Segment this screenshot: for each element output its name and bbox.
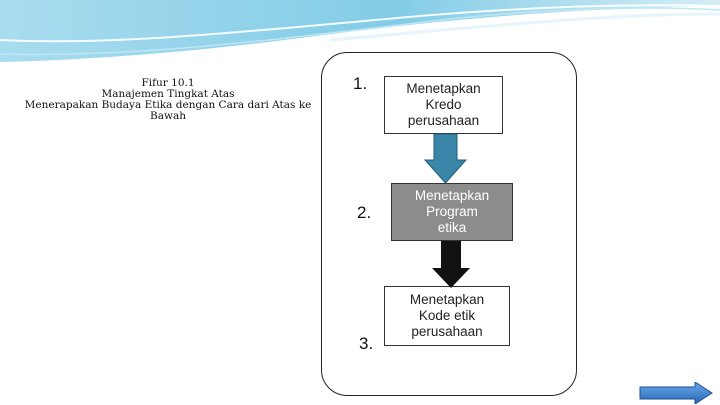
step-box-2-label: Menetapkan Program etika bbox=[414, 188, 490, 235]
caption-figure-number: Fifur 10.1 bbox=[141, 77, 195, 89]
step-number-3: 3. bbox=[359, 334, 374, 353]
step-number-1: 1. bbox=[353, 74, 368, 93]
step-number-2: 2. bbox=[357, 203, 372, 222]
step-box-2: Menetapkan Program etika bbox=[391, 183, 513, 241]
figure-caption: Fifur 10.1 Manajemen Tingkat Atas Menera… bbox=[8, 78, 328, 122]
step-box-1: Menetapkan Kredo perusahaan bbox=[384, 76, 503, 134]
caption-title-line2: Menerapakan Budaya Etika dengan Cara dar… bbox=[24, 99, 312, 111]
caption-title-line3: Bawah bbox=[150, 110, 186, 122]
step-box-3: Menetapkan Kode etik perusahaan bbox=[384, 286, 510, 346]
step-box-1-label: Menetapkan Kredo perusahaan bbox=[406, 81, 481, 128]
caption-title-line1: Manajemen Tingkat Atas bbox=[101, 88, 235, 100]
next-arrow-icon[interactable] bbox=[639, 382, 713, 404]
header-wave-decoration bbox=[0, 0, 720, 62]
step-box-3-label: Menetapkan Kode etik perusahaan bbox=[409, 292, 485, 339]
